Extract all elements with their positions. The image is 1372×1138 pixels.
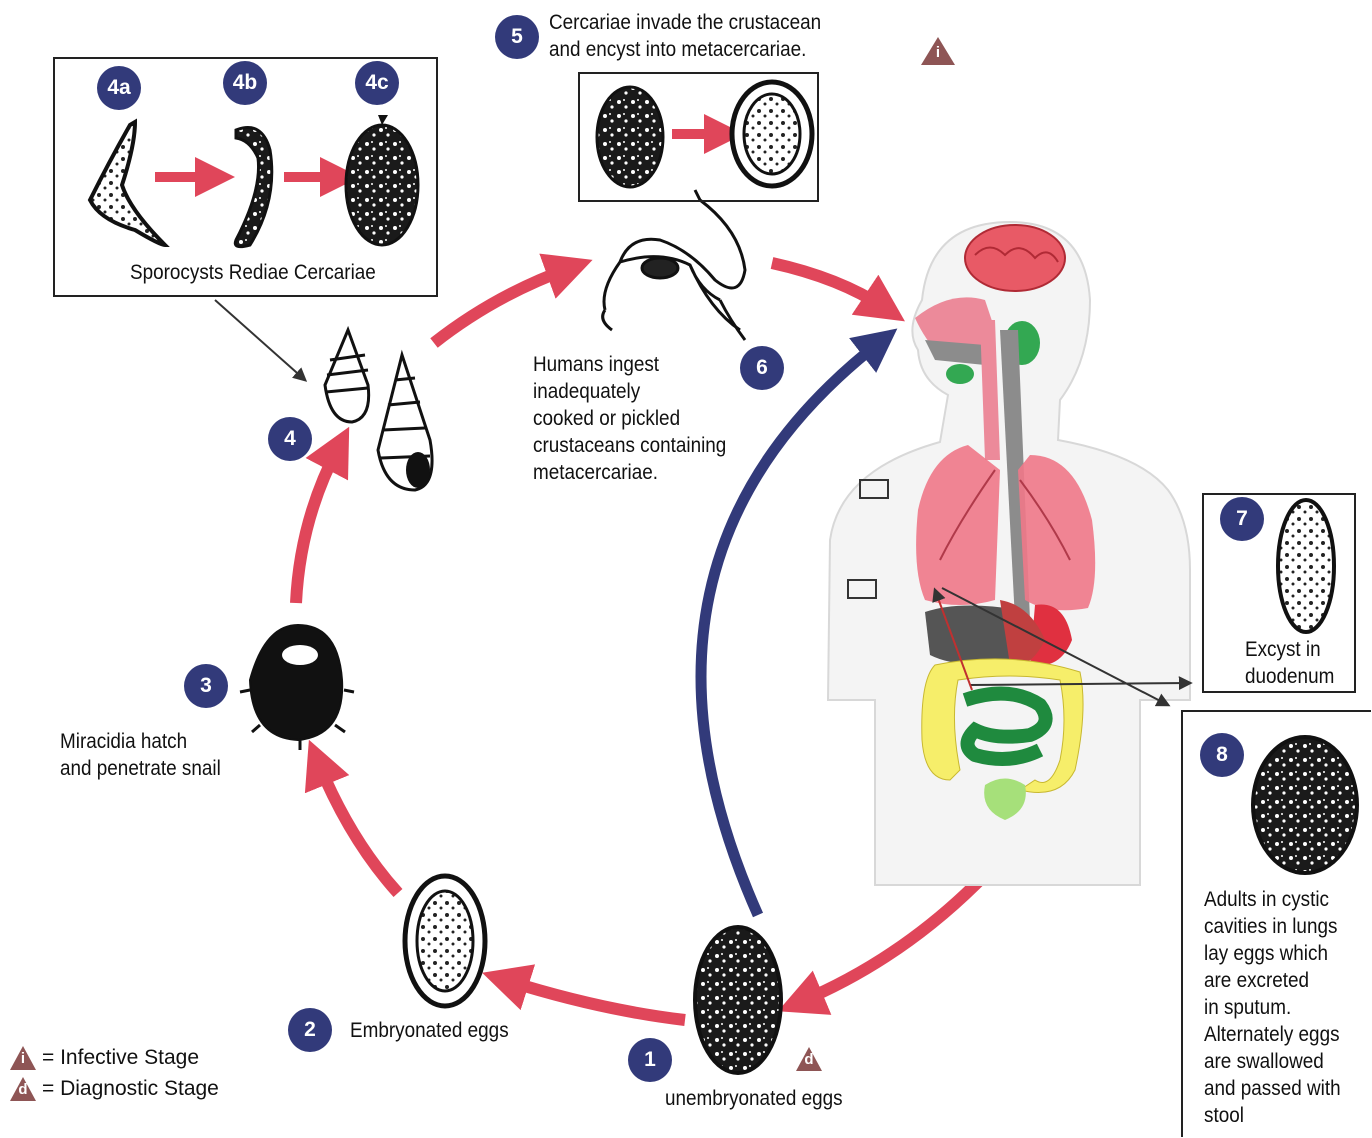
badge-step-4b: 4b	[223, 61, 267, 105]
step-8-label-line9: stool	[1204, 1102, 1244, 1129]
badge-step-8: 8	[1200, 733, 1244, 777]
legend-infective: i = Infective Stage	[10, 1046, 199, 1070]
step-3-label-line1: Miracidia hatch	[60, 728, 187, 755]
box-4-caption: Sporocysts Rediae Cercariae	[130, 259, 376, 286]
step-5-label-line1: Cercariae invade the crustacean	[549, 9, 821, 36]
step-6-label-line5: metacercariae.	[533, 459, 658, 486]
legend-infective-icon: i	[10, 1046, 36, 1070]
human-body-image	[828, 222, 1190, 885]
crab-image	[603, 190, 745, 340]
badge-step-4a: 4a	[97, 66, 141, 110]
step-7-label-line1: Excyst in	[1245, 636, 1321, 663]
badge-step-1: 1	[628, 1038, 672, 1082]
step-8-label-line8: and passed with	[1204, 1075, 1341, 1102]
step-1-label: unembryonated eggs	[665, 1085, 843, 1112]
step-8-label-line3: lay eggs which	[1204, 940, 1328, 967]
badge-step-2: 2	[288, 1008, 332, 1052]
miracidium-image	[240, 625, 354, 750]
badge-step-3: 3	[184, 664, 228, 708]
legend-diagnostic-icon: d	[10, 1077, 36, 1101]
step-6-label-line3: cooked or pickled	[533, 405, 680, 432]
legend-diagnostic: d = Diagnostic Stage	[10, 1077, 219, 1101]
step-2-label: Embryonated eggs	[350, 1017, 509, 1044]
step-6-label-line1: Humans ingest	[533, 351, 659, 378]
badge-step-7: 7	[1220, 497, 1264, 541]
step-6-label-line4: crustaceans containing	[533, 432, 726, 459]
step-8-label-line5: in sputum.	[1204, 994, 1291, 1021]
step-8-label-line1: Adults in cystic	[1204, 886, 1329, 913]
badge-step-6: 6	[740, 346, 784, 390]
step-8-label-line4: are excreted	[1204, 967, 1309, 994]
step-8-label-line7: are swallowed	[1204, 1048, 1324, 1075]
step-6-label-line2: inadequately	[533, 378, 640, 405]
legend-infective-text: = Infective Stage	[42, 1046, 199, 1070]
diagnostic-stage-icon: d	[796, 1047, 822, 1071]
step-5-label-line2: and encyst into metacercariae.	[549, 36, 806, 63]
step-8-label-line6: Alternately eggs	[1204, 1021, 1340, 1048]
infective-stage-icon: i	[921, 37, 955, 65]
embryonated-egg-image	[405, 876, 485, 1006]
step-3-label-line2: and penetrate snail	[60, 755, 221, 782]
unembryonated-egg-image	[695, 927, 781, 1073]
badge-step-4: 4	[268, 417, 312, 461]
step-7-label-line2: duodenum	[1245, 663, 1334, 690]
snail-pointer-line	[215, 300, 305, 380]
legend-diagnostic-text: = Diagnostic Stage	[42, 1077, 219, 1101]
step-8-label-line2: cavities in lungs	[1204, 913, 1337, 940]
badge-step-4c: 4c	[355, 61, 399, 105]
box-5-metacercariae	[578, 72, 819, 202]
snails-image	[325, 330, 432, 490]
badge-step-5: 5	[495, 15, 539, 59]
